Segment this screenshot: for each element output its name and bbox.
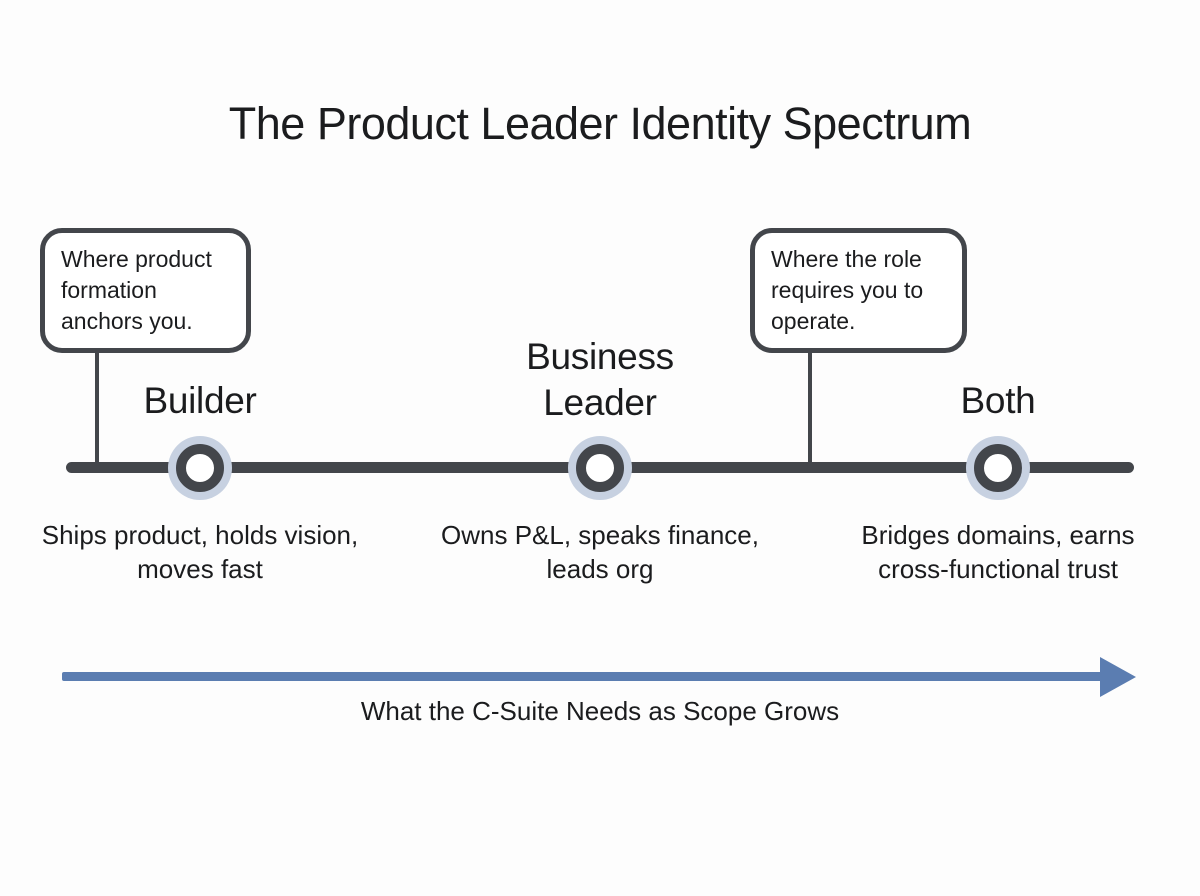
page-title: The Product Leader Identity Spectrum — [228, 98, 972, 149]
node-circle-icon — [576, 444, 624, 492]
callout-both: Where the role requires you to operate. — [750, 228, 967, 353]
callout-both-connector-line — [808, 351, 812, 468]
scope-arrow-shaft — [62, 672, 1102, 681]
timeline-node-builder — [168, 436, 232, 500]
node-label-business-leader: Business Leader — [526, 336, 674, 423]
callout-both-text: Where the role requires you to operate. — [771, 246, 924, 334]
node-description-business-leader: Owns P&L, speaks finance, leads org — [441, 520, 759, 584]
timeline-node-business-leader — [568, 436, 632, 500]
node-description-builder: Ships product, holds vision, moves fast — [41, 520, 359, 584]
node-circle-icon — [974, 444, 1022, 492]
timeline-node-both — [966, 436, 1030, 500]
node-label-builder: Builder — [143, 380, 257, 421]
scope-arrow-label: What the C-Suite Needs as Scope Grows — [360, 696, 840, 726]
scope-arrow-head-icon — [1100, 657, 1136, 697]
callout-builder-text: Where product formation anchors you. — [61, 246, 212, 334]
node-description-both: Bridges domains, earns cross-functional … — [861, 520, 1135, 584]
callout-builder-connector-line — [95, 351, 99, 468]
callout-builder: Where product formation anchors you. — [40, 228, 251, 353]
node-circle-icon — [176, 444, 224, 492]
node-label-both: Both — [960, 380, 1036, 421]
